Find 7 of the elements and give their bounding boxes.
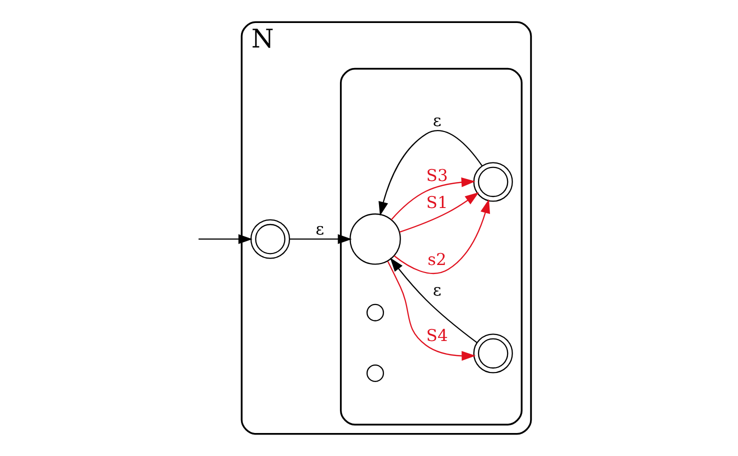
edge-label: ε [432, 111, 442, 130]
edge-label: S3 [426, 166, 448, 185]
edge-label: ε [432, 280, 442, 300]
edge-label: s2 [428, 250, 446, 269]
edge-label: S4 [426, 326, 448, 345]
edge-label: ε [316, 220, 324, 239]
edge-label: S1 [426, 192, 448, 212]
